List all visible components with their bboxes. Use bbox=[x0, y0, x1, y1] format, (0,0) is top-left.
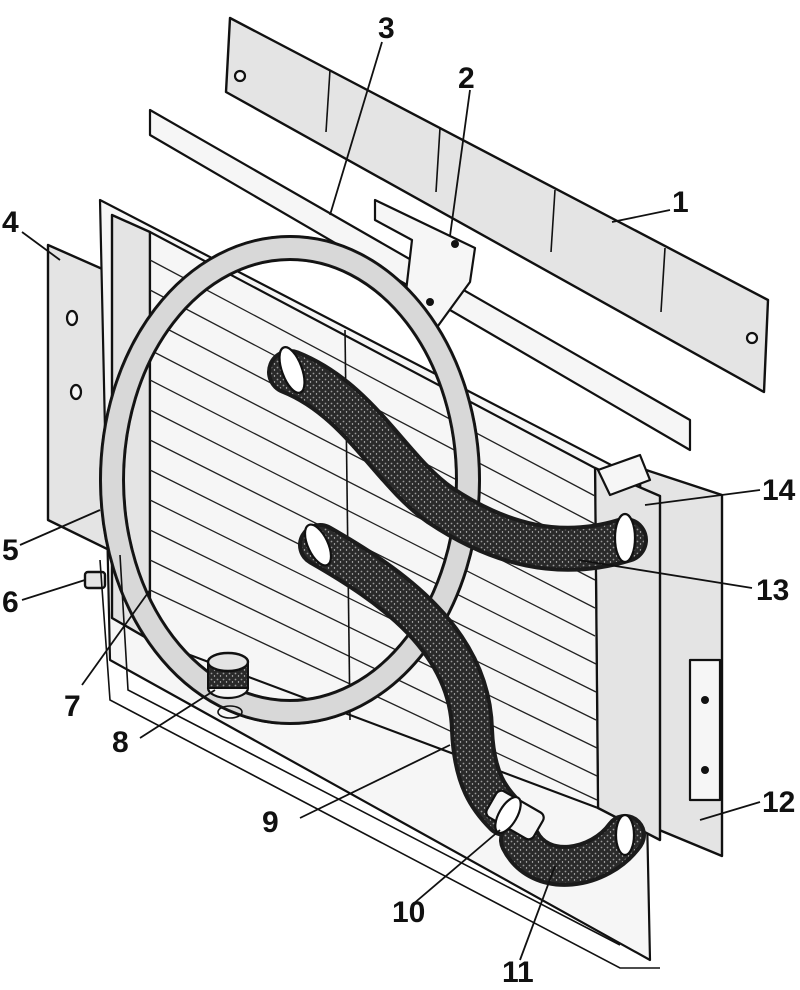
callout-4: 4 bbox=[2, 206, 19, 239]
callout-14: 14 bbox=[762, 474, 796, 507]
callout-7: 7 bbox=[64, 690, 81, 723]
top-bracket-tab bbox=[596, 453, 652, 497]
callout-13: 13 bbox=[756, 574, 789, 607]
lower-support-frame bbox=[99, 554, 660, 969]
callout-10: 10 bbox=[392, 896, 425, 929]
callout-6: 6 bbox=[2, 586, 19, 619]
callout-12: 12 bbox=[762, 786, 795, 819]
callout-8: 8 bbox=[112, 726, 129, 759]
callout-3: 3 bbox=[378, 12, 395, 45]
radiator-core bbox=[148, 230, 600, 810]
callout-labels: 1 2 3 4 5 6 7 8 9 10 11 12 13 14 bbox=[2, 12, 796, 989]
leader-lines bbox=[19, 41, 761, 961]
upper-hose bbox=[267, 349, 648, 572]
callout-1: 1 bbox=[672, 186, 689, 219]
bottom-elbow-hose bbox=[499, 814, 646, 887]
callout-9: 9 bbox=[262, 806, 279, 839]
callout-11: 11 bbox=[502, 956, 534, 989]
fan-shroud-ring bbox=[99, 235, 481, 725]
hose-clamps bbox=[278, 346, 637, 857]
lower-hose bbox=[298, 523, 527, 837]
callout-2: 2 bbox=[458, 62, 475, 95]
callout-5: 5 bbox=[2, 534, 19, 567]
rubber-mount bbox=[206, 651, 250, 719]
